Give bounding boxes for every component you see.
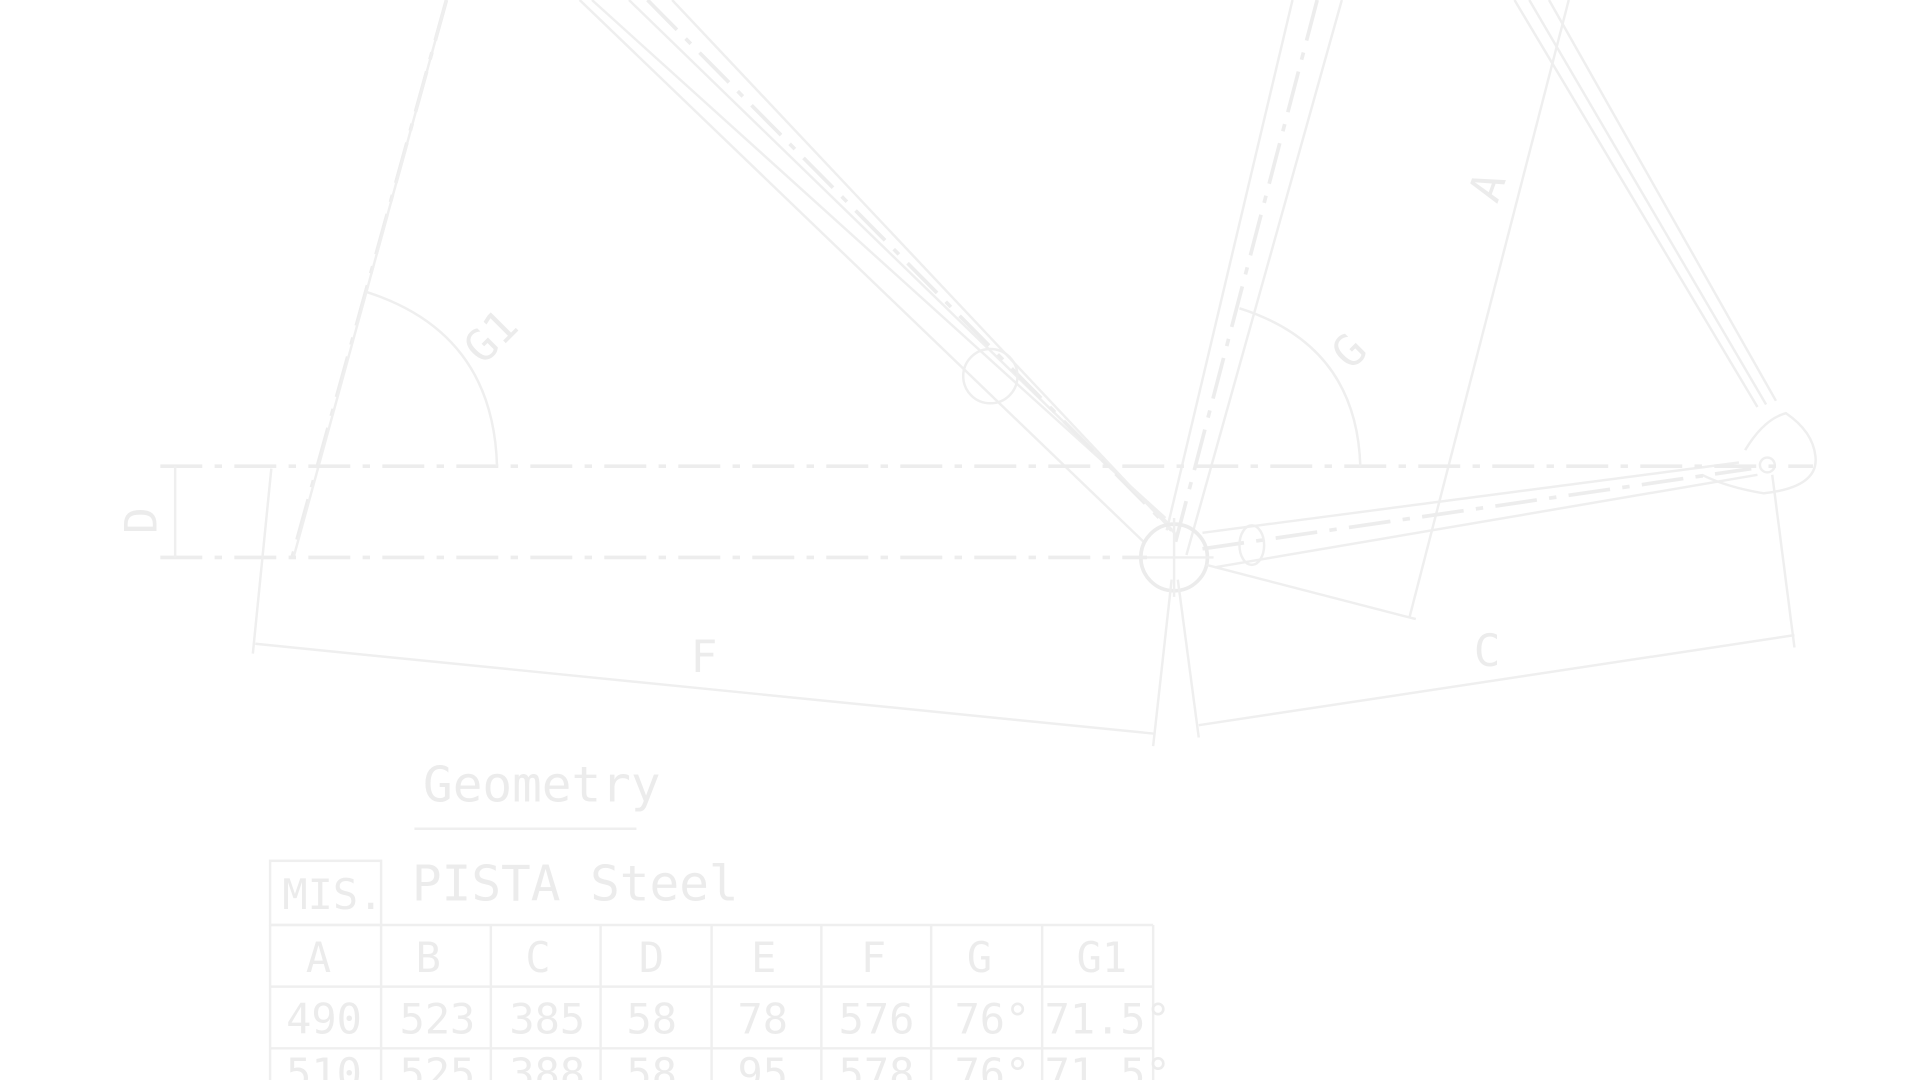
down-tube-top (591, 0, 1167, 519)
chain-stay-bottom (1214, 473, 1758, 569)
chain-stay-center (1202, 466, 1752, 551)
model-name: PISTA Steel (412, 854, 739, 912)
table-cell: 58 (627, 1049, 677, 1080)
chain-stay-section (1238, 524, 1266, 567)
col-header: G1 (1077, 933, 1127, 982)
table-cell: 388 (509, 1049, 585, 1080)
table-cell: 385 (509, 995, 585, 1044)
seat-stay-a (1513, 0, 1759, 408)
dim-a-line (1408, 0, 1570, 617)
table-cell: 71.5° (1045, 1049, 1171, 1080)
table-cell: 578 (839, 1049, 915, 1080)
dim-a-base (1205, 563, 1417, 621)
frame-outline: A G1 G D F C (117, 0, 1817, 747)
table-cell: 523 (400, 995, 476, 1044)
dim-f-line (255, 642, 1156, 736)
table-cell: 76° (955, 1049, 1031, 1080)
geometry-table: Geometry MIS. PISTA Steel A B C D E F G … (268, 756, 1171, 1080)
down-tube-section (961, 347, 1019, 405)
down-tube-lower (578, 0, 1146, 544)
table-cell: 490 (286, 995, 362, 1044)
down-tube-center (646, 0, 1173, 532)
geometry-title: Geometry (423, 756, 661, 814)
seat-tube-right-a (1165, 0, 1294, 531)
col-header: A (306, 933, 331, 982)
table-cell: 76° (955, 995, 1031, 1044)
table-cell: 510 (286, 1049, 362, 1080)
angle-g1-arc (367, 291, 499, 467)
table-cell: 95 (738, 1049, 788, 1080)
col-header: G (967, 933, 992, 982)
table-cell: 525 (400, 1049, 476, 1080)
seat-tube-edge (292, 0, 448, 558)
rear-dropout (1701, 411, 1817, 495)
dim-f-label: F (691, 632, 718, 683)
down-tube-bottom (671, 0, 1179, 538)
angle-g1-label: G1 (454, 300, 528, 374)
dim-f-ext-right (1151, 579, 1173, 747)
col-header: B (416, 933, 441, 982)
size-header: MIS. (282, 870, 383, 919)
table-cell: 78 (738, 995, 788, 1044)
dim-f-ext-left (251, 468, 273, 654)
table-cell: 58 (627, 995, 677, 1044)
seat-stay-c (1547, 0, 1778, 402)
dim-c-label: C (1474, 626, 1501, 677)
dim-a-label: A (1459, 166, 1516, 209)
angle-g-arc (1239, 307, 1362, 467)
dim-c-line (1198, 633, 1795, 727)
seat-tube-right-b (1173, 0, 1319, 544)
chain-stay-top (1202, 461, 1740, 535)
seat-stay-b (1528, 0, 1768, 406)
table-row: 490 523 385 58 78 576 76° 71.5° (286, 995, 1171, 1044)
dim-c-ext-left (1176, 579, 1200, 738)
seat-tube-right-c (1185, 0, 1344, 556)
table-header-row: A B C D E F G G1 (306, 933, 1127, 982)
col-header: D (639, 933, 664, 982)
table-row: 510 525 388 58 95 578 76° 71.5° (286, 1049, 1171, 1080)
dim-c-ext-right (1771, 474, 1796, 648)
col-header: F (861, 933, 886, 982)
col-header: C (525, 933, 550, 982)
dim-d-label: D (117, 507, 168, 534)
table-cell: 71.5° (1045, 995, 1171, 1044)
col-header: E (751, 933, 776, 982)
table-cell: 576 (839, 995, 915, 1044)
